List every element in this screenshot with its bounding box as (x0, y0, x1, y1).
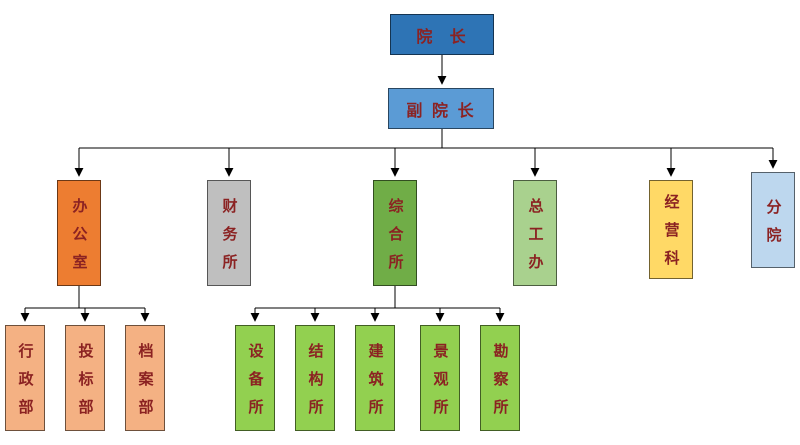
node-archives-dept: 档案部 (125, 325, 165, 431)
node-admin-dept-label: 行政部 (16, 342, 35, 427)
node-dean: 院 长 (390, 14, 494, 55)
node-admin-dept: 行政部 (5, 325, 45, 431)
node-architecture-office-label: 建筑所 (366, 342, 385, 427)
node-business-section: 经营科 (649, 180, 693, 279)
node-vice-dean-label: 副 院 长 (406, 100, 476, 120)
node-architecture-office: 建筑所 (355, 325, 395, 431)
node-chief-engineer-office-label: 总工办 (526, 197, 545, 282)
node-bidding-dept: 投标部 (65, 325, 105, 431)
node-survey-office: 勘察所 (480, 325, 520, 431)
node-branch-label: 分院 (764, 198, 783, 255)
node-archives-dept-label: 档案部 (136, 342, 155, 427)
node-comprehensive-office: 综合所 (373, 180, 417, 286)
node-business-section-label: 经营科 (662, 194, 681, 278)
node-dean-label: 院 长 (416, 26, 468, 46)
node-branch: 分院 (751, 172, 795, 268)
node-comprehensive-office-label: 综合所 (386, 197, 405, 282)
node-landscape-office: 景观所 (420, 325, 460, 431)
node-finance-office: 财务所 (207, 180, 251, 286)
node-office: 办公室 (57, 180, 101, 286)
node-survey-office-label: 勘察所 (491, 342, 510, 427)
node-equipment-office: 设备所 (235, 325, 275, 431)
node-landscape-office-label: 景观所 (431, 342, 450, 427)
node-structure-office-label: 结构所 (306, 342, 325, 427)
node-office-label: 办公室 (70, 197, 89, 282)
node-bidding-dept-label: 投标部 (76, 342, 95, 427)
node-finance-office-label: 财务所 (220, 197, 239, 282)
node-structure-office: 结构所 (295, 325, 335, 431)
node-chief-engineer-office: 总工办 (513, 180, 557, 286)
node-vice-dean: 副 院 长 (388, 88, 494, 129)
node-equipment-office-label: 设备所 (246, 342, 265, 427)
